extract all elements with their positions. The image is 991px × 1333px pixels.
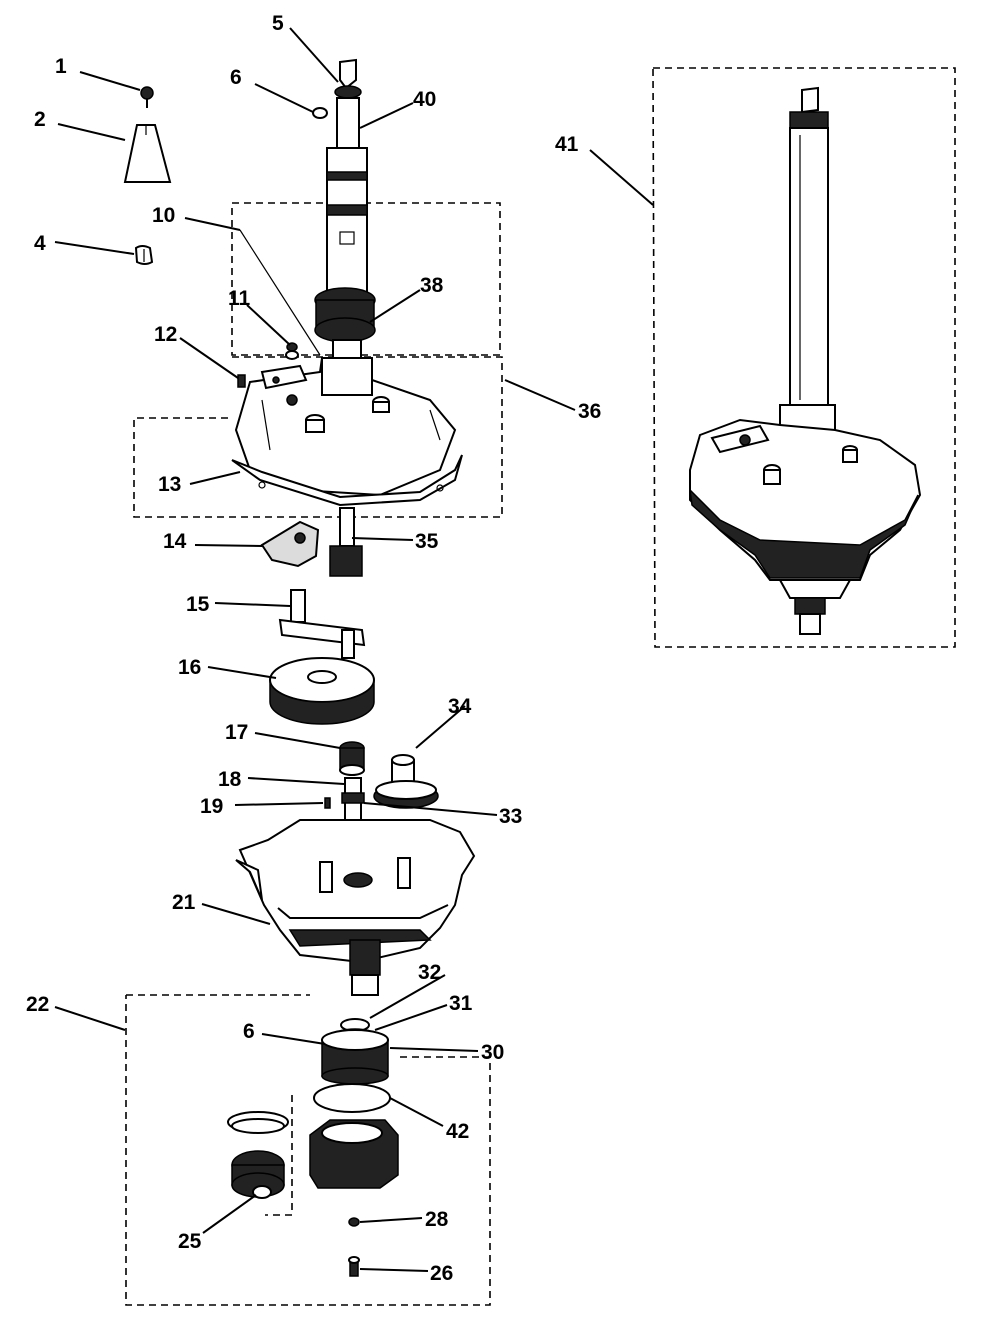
part-1-screw: [140, 86, 154, 108]
label-26: 26: [430, 1262, 453, 1285]
label-17: 17: [225, 721, 248, 744]
label-12: 12: [154, 323, 177, 346]
label-19: 19: [200, 795, 223, 818]
label-30: 30: [481, 1041, 504, 1064]
label-10: 10: [152, 204, 175, 227]
group-box-41: [652, 67, 956, 648]
part-35-pinion: [329, 507, 363, 577]
group-box-10: [231, 202, 501, 356]
part-5-shaft-top: [334, 58, 362, 99]
part-4-clip: [134, 245, 154, 265]
part-11-pin: [285, 342, 299, 360]
part-19-pin: [324, 797, 331, 809]
group-box-22: [125, 994, 491, 1306]
group-box-25: [265, 1095, 293, 1216]
part-40-shaft: [326, 97, 368, 294]
part-26-screw: [348, 1256, 360, 1277]
label-4: 4: [34, 232, 46, 255]
part-38-seal: [314, 287, 376, 361]
label-35: 35: [415, 530, 439, 553]
label-13: 13: [158, 473, 181, 496]
part-41-assembled-transmission: [688, 86, 922, 635]
label-41: 41: [555, 133, 579, 156]
part-42-ring: [313, 1083, 391, 1113]
label-15: 15: [186, 593, 210, 616]
label-25: 25: [178, 1230, 202, 1253]
part-brake-assembly: [309, 1119, 399, 1189]
label-22: 22: [26, 993, 49, 1016]
part-14-cam: [260, 520, 320, 568]
part-13-gasket: [231, 454, 463, 507]
label-32: 32: [418, 961, 441, 984]
part-30-clutch: [321, 1029, 389, 1085]
label-34: 34: [448, 695, 472, 718]
label-11: 11: [228, 287, 251, 310]
part-2-cap: [123, 124, 172, 183]
part-16-gear: [269, 657, 375, 725]
part-17-small-gear: [339, 741, 365, 776]
label-14: 14: [163, 530, 187, 553]
label-6-bottom: 6: [243, 1020, 255, 1043]
label-18: 18: [218, 768, 242, 791]
label-2: 2: [34, 108, 46, 131]
leader-lines: [54, 27, 654, 1272]
part-28-washer: [348, 1217, 360, 1227]
group-box-36: [133, 356, 503, 518]
label-33: 33: [499, 805, 522, 828]
part-spring-ring: [227, 1111, 289, 1134]
label-5: 5: [272, 12, 284, 35]
label-38: 38: [420, 274, 444, 297]
part-34-gear: [373, 754, 439, 809]
part-25-spring: [231, 1150, 285, 1199]
label-36: 36: [578, 400, 601, 423]
label-28: 28: [425, 1208, 449, 1231]
label-31: 31: [449, 992, 473, 1015]
part-6-washer-top: [312, 107, 328, 119]
part-12-screw: [237, 374, 246, 388]
label-42: 42: [446, 1120, 469, 1143]
part-15-crank: [278, 589, 366, 659]
part-36-housing-cover: [234, 357, 457, 497]
label-21: 21: [172, 891, 196, 914]
label-1: 1: [55, 55, 67, 78]
label-16: 16: [178, 656, 201, 679]
part-21-gear-case: [235, 819, 476, 996]
label-6-top: 6: [230, 66, 242, 89]
label-40: 40: [413, 88, 436, 111]
